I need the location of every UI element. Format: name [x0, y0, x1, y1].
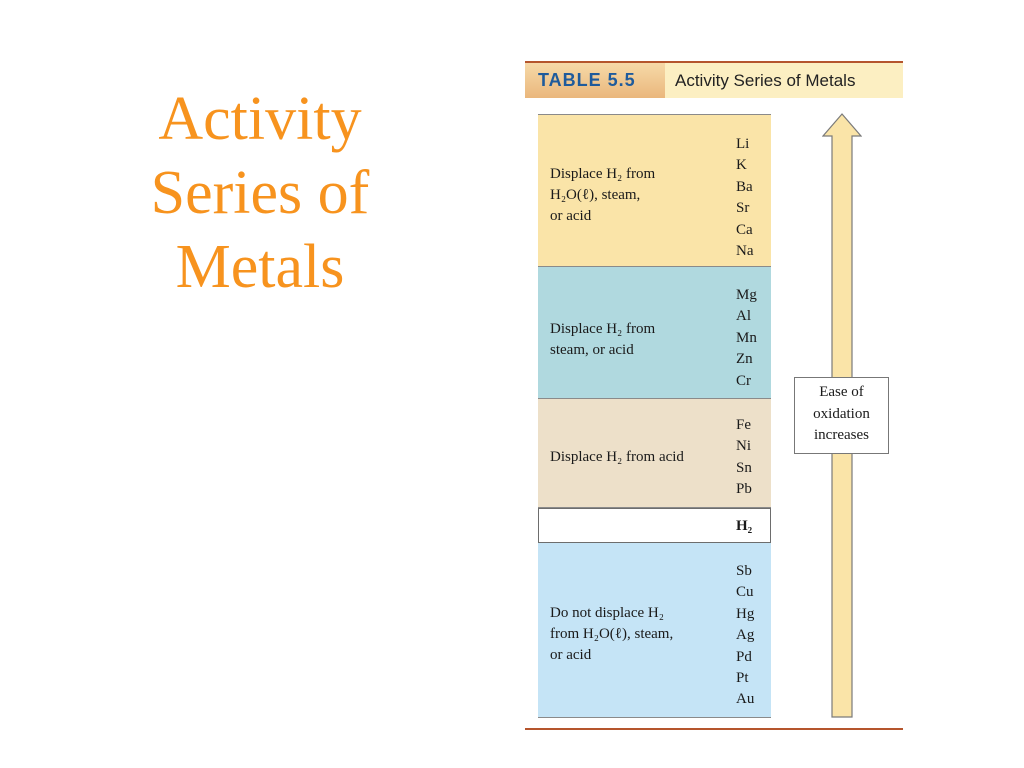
metal-list: H₂	[736, 516, 752, 537]
metal-symbol: Pb	[736, 481, 752, 498]
metal-symbol: Mg	[736, 287, 757, 303]
metal-symbol: Ni	[736, 438, 751, 455]
band-description-line: or acid	[550, 647, 592, 663]
band-description-line: or acid	[550, 208, 592, 224]
band-description: Displace H₂ from H₂O(ℓ), steam, or acid	[550, 164, 655, 227]
metal-list: Li K Ba Sr Ca Na	[736, 134, 754, 262]
metal-symbol: Sr	[736, 200, 750, 217]
band-displace-steam-acid: Displace H₂ from steam, or acid Mg Al Mn…	[538, 267, 771, 399]
metal-symbol: Ag	[736, 627, 755, 644]
band-description-line: Displace H₂ from	[550, 321, 656, 337]
metal-symbol: Fe	[736, 417, 751, 433]
metal-symbol: Sn	[736, 459, 752, 476]
metal-symbol: Cu	[736, 584, 754, 601]
band-do-not-displace: Do not displace H₂ from H₂O(ℓ), steam, o…	[538, 543, 771, 718]
metal-symbol: Al	[736, 308, 751, 325]
band-description-line: Do not displace H₂	[550, 605, 664, 621]
oxidation-label-line: Ease of	[819, 384, 864, 400]
band-description: Do not displace H₂ from H₂O(ℓ), steam, o…	[550, 603, 673, 666]
band-description-line: Displace H₂ from acid	[550, 449, 684, 465]
metal-symbol: Mn	[736, 329, 757, 346]
table-header: TABLE 5.5 Activity Series of Metals	[525, 61, 903, 98]
metal-list: Sb Cu Hg Ag Pd Pt Au	[736, 561, 754, 711]
metal-symbol: Ba	[736, 178, 753, 195]
metal-symbol: Hg	[736, 605, 755, 622]
table-bottom-rule	[525, 728, 903, 730]
band-displace-acid: Displace H₂ from acid Fe Ni Sn Pb	[538, 399, 771, 508]
band-hydrogen: H₂	[538, 508, 771, 543]
metal-list: Mg Al Mn Zn Cr	[736, 285, 757, 392]
metal-symbol: Au	[736, 691, 755, 708]
band-displace-water-steam-acid: Displace H₂ from H₂O(ℓ), steam, or acid …	[538, 114, 771, 267]
band-description: Displace H₂ from steam, or acid	[550, 319, 655, 361]
metal-symbol: Pd	[736, 648, 752, 665]
metal-symbol: Sb	[736, 563, 752, 579]
hydrogen-symbol: H₂	[736, 518, 753, 534]
metal-list: Fe Ni Sn Pb	[736, 415, 752, 501]
oxidation-label-line: oxidation	[813, 405, 870, 422]
metal-symbol: Ca	[736, 221, 753, 238]
metal-symbol: Zn	[736, 351, 753, 368]
slide-title-line: Metals	[175, 233, 345, 301]
metal-symbol: Na	[736, 243, 754, 260]
table-number-label: TABLE 5.5	[525, 63, 665, 98]
band-description-line: steam, or acid	[550, 342, 634, 358]
slide-title: Activity Series of Metals	[110, 82, 410, 304]
metal-symbol: K	[736, 157, 747, 174]
band-description: Displace H₂ from acid	[550, 447, 684, 468]
metal-symbol: Pt	[736, 670, 749, 687]
band-description-line: from H₂O(ℓ), steam,	[550, 626, 674, 642]
band-description-line: Displace H₂ from	[550, 166, 656, 182]
metal-symbol: Li	[736, 136, 750, 152]
oxidation-label-line: increases	[814, 427, 869, 443]
metal-symbol: Cr	[736, 372, 751, 389]
table-caption: Activity Series of Metals	[675, 71, 856, 90]
slide-title-line: Activity	[158, 85, 362, 153]
band-description-line: H₂O(ℓ), steam,	[550, 187, 641, 203]
oxidation-label-box: Ease of oxidation increases	[794, 377, 889, 454]
slide-title-line: Series of	[150, 159, 370, 227]
